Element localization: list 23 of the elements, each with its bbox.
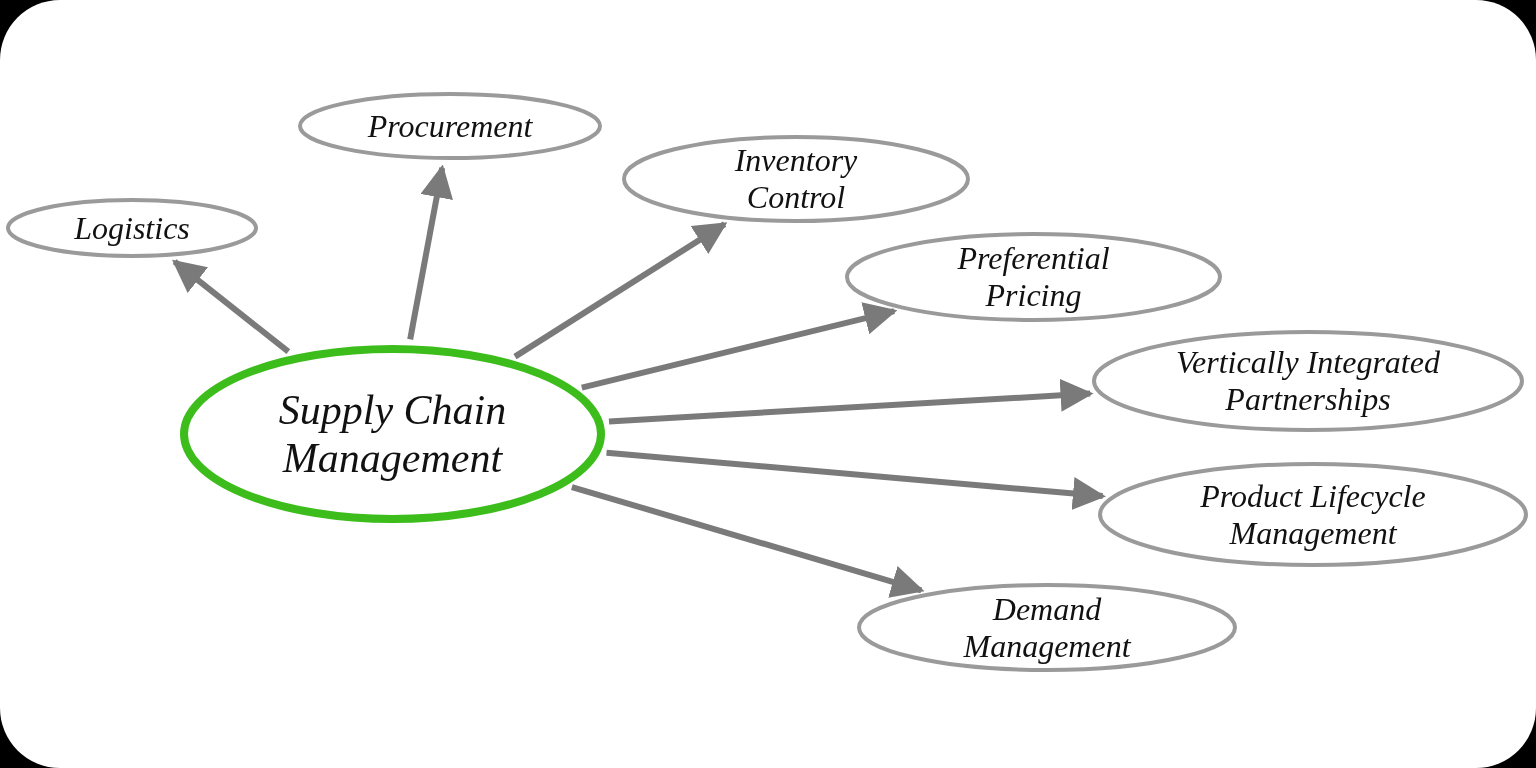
topic-label: Inventory Control: [733, 142, 859, 216]
arrow: [581, 302, 898, 391]
arrow: [571, 484, 925, 598]
topic-ellipse: [622, 135, 970, 223]
arrow: [513, 221, 728, 360]
arrow: [608, 378, 1094, 425]
topic-ellipse: [1098, 462, 1528, 567]
arrow: [606, 449, 1106, 510]
topic-label: Logistics: [74, 209, 190, 247]
arrow: [407, 164, 453, 340]
topic-ellipse: [1092, 330, 1524, 432]
topic-ellipse: [298, 92, 602, 160]
topic-label: Product Lifecycle Management: [1199, 477, 1427, 552]
topic-ellipse: [857, 583, 1237, 672]
topic-ellipse: [845, 232, 1222, 322]
topic-label: Preferential Pricing: [956, 240, 1111, 314]
topic-ellipse: [6, 198, 258, 258]
arrow: [172, 259, 291, 354]
topic-label: Procurement: [367, 107, 533, 145]
topic-label: Supply Chain Management: [277, 385, 508, 483]
central-topic-ellipse: [180, 345, 605, 523]
topic-label: Demand Management: [962, 590, 1133, 665]
topic-label: Vertically Integrated Partnerships: [1175, 344, 1441, 418]
